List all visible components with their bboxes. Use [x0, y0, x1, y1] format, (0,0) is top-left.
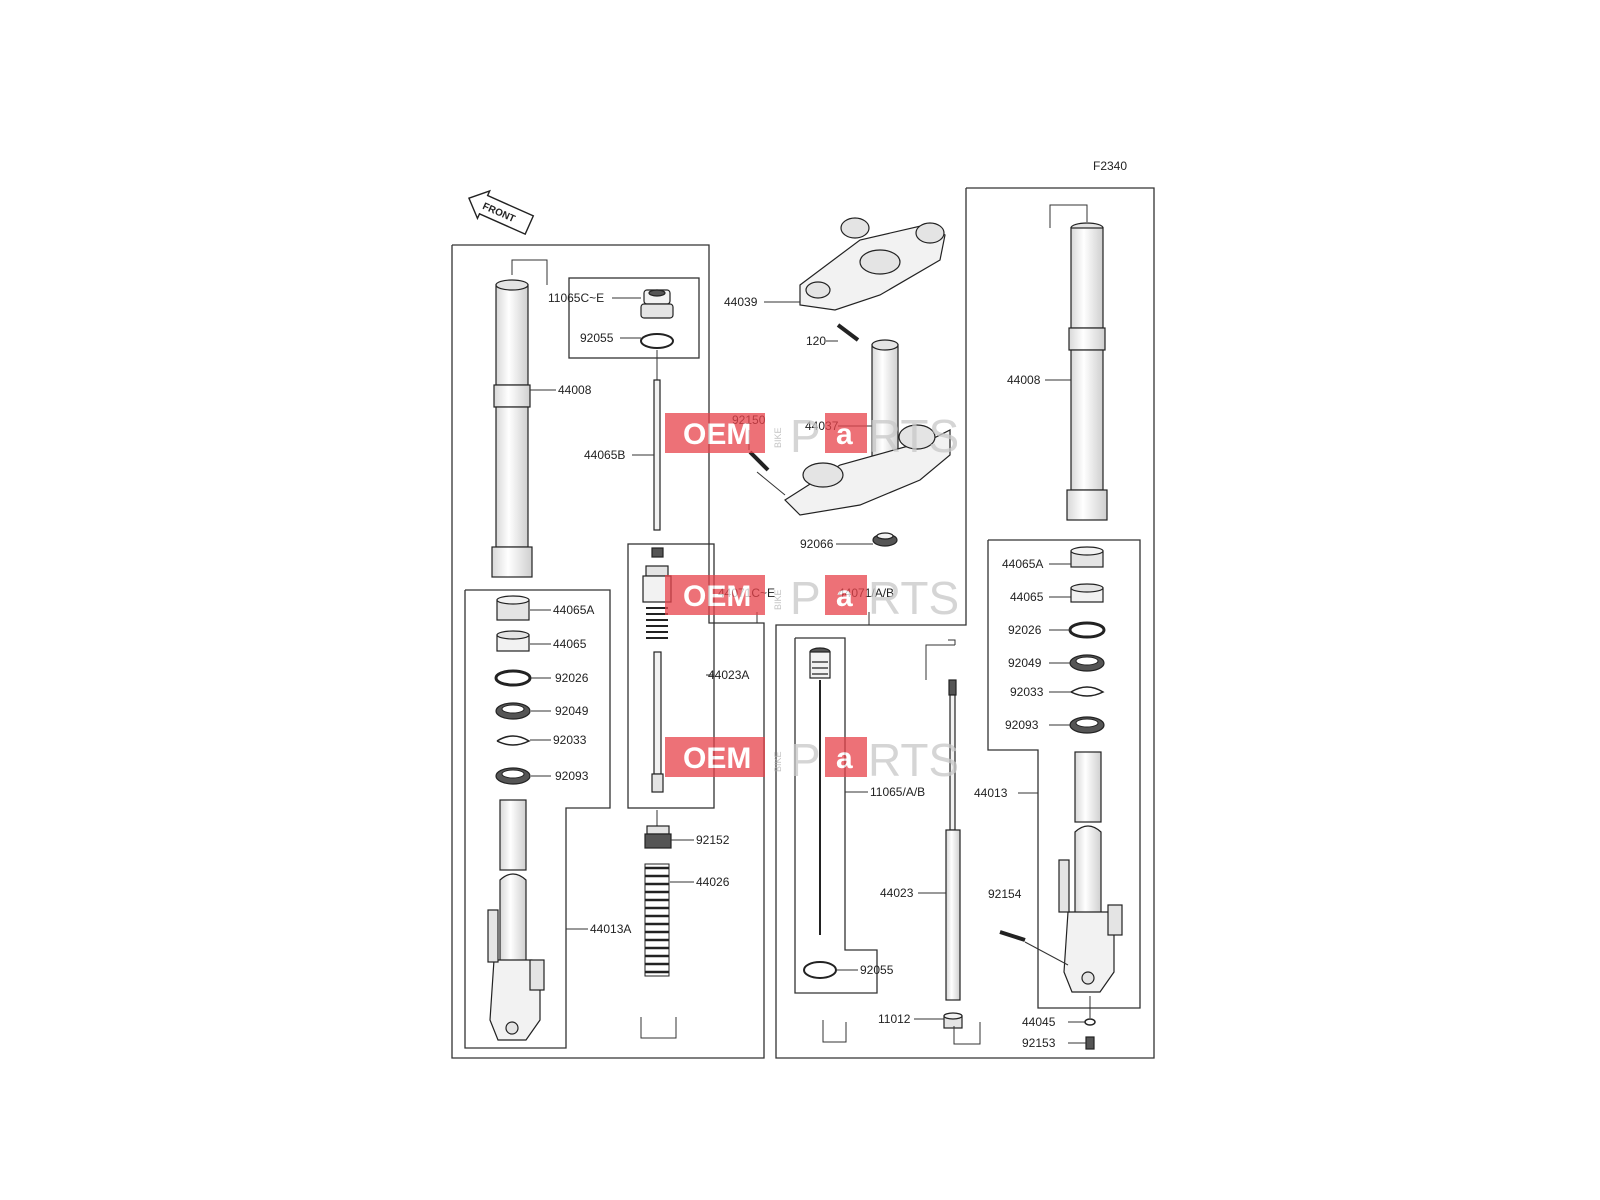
watermark-1: OEM BIKE P a RTS: [665, 410, 959, 462]
push-rod-left: [653, 379, 661, 531]
watermark-oem-text: OEM: [683, 580, 751, 613]
label-92026-left: 92026: [555, 671, 589, 685]
watermark-a-text: a: [836, 418, 853, 451]
label-92049-right: 92049: [1008, 656, 1042, 670]
fork-cap-right: [809, 647, 831, 679]
o-ring-right: [803, 961, 837, 979]
watermark-rts-text: RTS: [868, 572, 959, 624]
cap-box-left: [568, 277, 700, 359]
washer-44045: [1084, 996, 1096, 1026]
label-44039: 44039: [724, 295, 758, 309]
nut-left: [651, 547, 664, 558]
watermark-rts-text: RTS: [868, 410, 959, 462]
label-44045: 44045: [1022, 1015, 1056, 1029]
label-92055-left: 92055: [580, 331, 614, 345]
group-boxes: [451, 187, 1155, 1059]
label-44065a-right: 44065A: [1002, 557, 1043, 571]
label-92055-right: 92055: [860, 963, 894, 977]
label-92026-right: 92026: [1008, 623, 1042, 637]
label-92154: 92154: [988, 887, 1022, 901]
watermark-2: OEM BIKE P a RTS: [665, 572, 959, 624]
bolt-92153: [1085, 1036, 1095, 1050]
label-11065ce: 11065C~E: [548, 291, 604, 305]
bolt-92154: [999, 930, 1069, 966]
outer-tube-left: [487, 799, 545, 1041]
label-44008-left: 44008: [558, 383, 592, 397]
label-44013a: 44013A: [590, 922, 631, 936]
left-assembly-box: [451, 244, 765, 1059]
watermark-rts-text: RTS: [868, 734, 959, 786]
bolt-92150: [748, 450, 770, 472]
label-92093-left: 92093: [555, 769, 589, 783]
label-44013: 44013: [974, 786, 1008, 800]
o-ring-left: [640, 333, 674, 349]
label-92049-left: 92049: [555, 704, 589, 718]
fork-spring-left: [640, 863, 677, 1039]
figure-code: F2340: [1093, 159, 1127, 173]
watermark-bike-text: BIKE: [773, 589, 783, 610]
inner-tube-right: [1049, 204, 1108, 521]
adjuster-nut-left: [644, 810, 672, 849]
label-44065a-left: 44065A: [553, 603, 594, 617]
front-arrow-icon: FRONT: [468, 189, 535, 236]
bushings-right: [1068, 546, 1106, 734]
watermark-p-text: P: [790, 572, 821, 624]
label-92153: 92153: [1022, 1036, 1056, 1050]
watermark-bike-text: BIKE: [773, 427, 783, 448]
label-44023a: 44023A: [708, 668, 749, 682]
lower-triple-clamp: [784, 424, 951, 516]
label-44065b: 44065B: [584, 448, 625, 462]
label-92093-right: 92093: [1005, 718, 1039, 732]
damper-box-left: [627, 543, 715, 809]
label-44065-right: 44065: [1010, 590, 1044, 604]
label-44023: 44023: [880, 886, 914, 900]
label-120: 120: [806, 334, 826, 348]
label-92033-right: 92033: [1010, 685, 1044, 699]
bushings-left: [494, 595, 532, 785]
label-44026: 44026: [696, 875, 730, 889]
outer-tube-box-right: [987, 539, 1141, 1009]
outer-tube-right: [1058, 751, 1123, 993]
collar-11012: [943, 1012, 981, 1045]
watermark-3: OEM BIKE P a RTS: [665, 734, 959, 786]
watermark-oem-text: OEM: [683, 742, 751, 775]
watermark-a-text: a: [836, 580, 853, 613]
label-92033-left: 92033: [553, 733, 587, 747]
upper-triple-clamp: [799, 217, 946, 311]
watermark-p-text: P: [790, 734, 821, 786]
label-11012: 11012: [878, 1012, 911, 1026]
nut-92066: [872, 532, 898, 547]
label-92066: 92066: [800, 537, 834, 551]
rod-box-right: [794, 637, 878, 994]
damper-cartridge-right: [925, 639, 961, 1001]
steering-stem: [871, 339, 899, 471]
fork-cap-left: [640, 289, 674, 319]
watermark-a-text: a: [836, 742, 853, 775]
watermark-bike-text: BIKE: [773, 751, 783, 772]
outer-tube-box-left: [464, 589, 611, 1049]
part-labels: 11065C~E 92055 44008 44065B 44071C~E 440…: [548, 291, 1056, 1050]
label-11065ab: 11065/A/B: [870, 785, 925, 799]
watermark-p-text: P: [790, 410, 821, 462]
label-44065-left: 44065: [553, 637, 587, 651]
label-92152: 92152: [696, 833, 730, 847]
label-44008-right: 44008: [1007, 373, 1041, 387]
watermark-oem-text: OEM: [683, 418, 751, 451]
bolt-120: [836, 323, 860, 342]
inner-tube-left: [491, 259, 548, 578]
right-assembly-box: [775, 187, 1155, 1059]
